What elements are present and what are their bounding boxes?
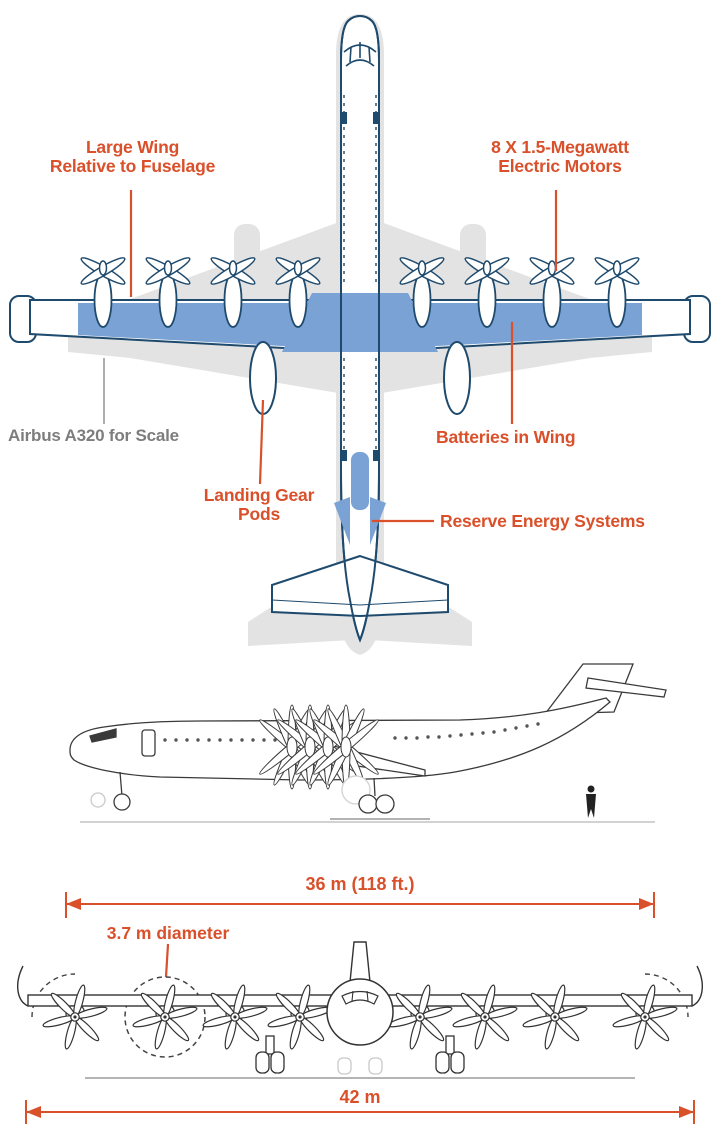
prop-diameter-circle — [124, 976, 206, 1058]
top-view-diagram — [9, 14, 711, 655]
battery-left-wing — [78, 303, 338, 349]
leader-landing-gear — [258, 399, 265, 485]
right-gear-pod — [443, 341, 471, 415]
ghost-gear-left — [337, 1057, 352, 1075]
landing-gear-side — [90, 771, 395, 814]
battery-center-section — [282, 293, 438, 352]
landing-gear-front — [255, 1035, 465, 1075]
elevator-line — [271, 599, 449, 606]
label-batteries: Batteries in Wing — [436, 427, 576, 447]
dim-label-prop-diameter: 3.7 m diameter — [106, 923, 230, 943]
ghost-gear-right — [368, 1057, 383, 1075]
label-a320-scale: Airbus A320 for Scale — [8, 426, 179, 445]
leader-prop-diameter — [164, 943, 170, 978]
front-view-diagram — [17, 892, 703, 1124]
fuselage-front — [326, 978, 394, 1046]
dim-label-36m: 36 m (118 ft.) — [305, 874, 415, 894]
vertical-fin-front — [349, 941, 371, 983]
horizontal-tail — [271, 554, 449, 618]
winglet-front-right — [691, 965, 703, 1007]
winglet-front-left — [17, 965, 29, 1007]
tailplane-side — [585, 677, 667, 698]
ghost-wheel — [90, 792, 106, 808]
propellers-side-view — [259, 704, 379, 790]
main-wheel-1 — [358, 794, 378, 814]
cabin-windows-side — [163, 722, 540, 742]
main-wheel-2 — [375, 794, 395, 814]
label-reserve-energy: Reserve Energy Systems — [440, 511, 645, 531]
label-landing-gear: Landing Gear Pods — [203, 485, 315, 524]
dim-label-42m: 42 m — [339, 1087, 381, 1107]
cockpit-windows — [343, 42, 377, 67]
aircraft-front-view — [17, 941, 703, 1079]
cabin-door-side — [141, 729, 156, 757]
door-marks — [342, 112, 378, 461]
cockpit-windows-front — [341, 990, 379, 1005]
side-view-diagram — [69, 663, 667, 823]
human-figure — [586, 785, 596, 818]
label-large-wing: Large Wing Relative to Fuselage — [49, 137, 216, 176]
leader-lines — [103, 190, 558, 523]
landing-gear-pods — [249, 341, 471, 415]
aircraft-top-view — [9, 14, 711, 643]
label-electric-motors: 8 X 1.5-Megawatt Electric Motors — [491, 137, 629, 176]
dimension-36m — [65, 892, 655, 918]
nose-wheel — [113, 793, 131, 811]
dimension-42m — [25, 1100, 695, 1124]
cockpit-windows-side — [89, 728, 117, 743]
